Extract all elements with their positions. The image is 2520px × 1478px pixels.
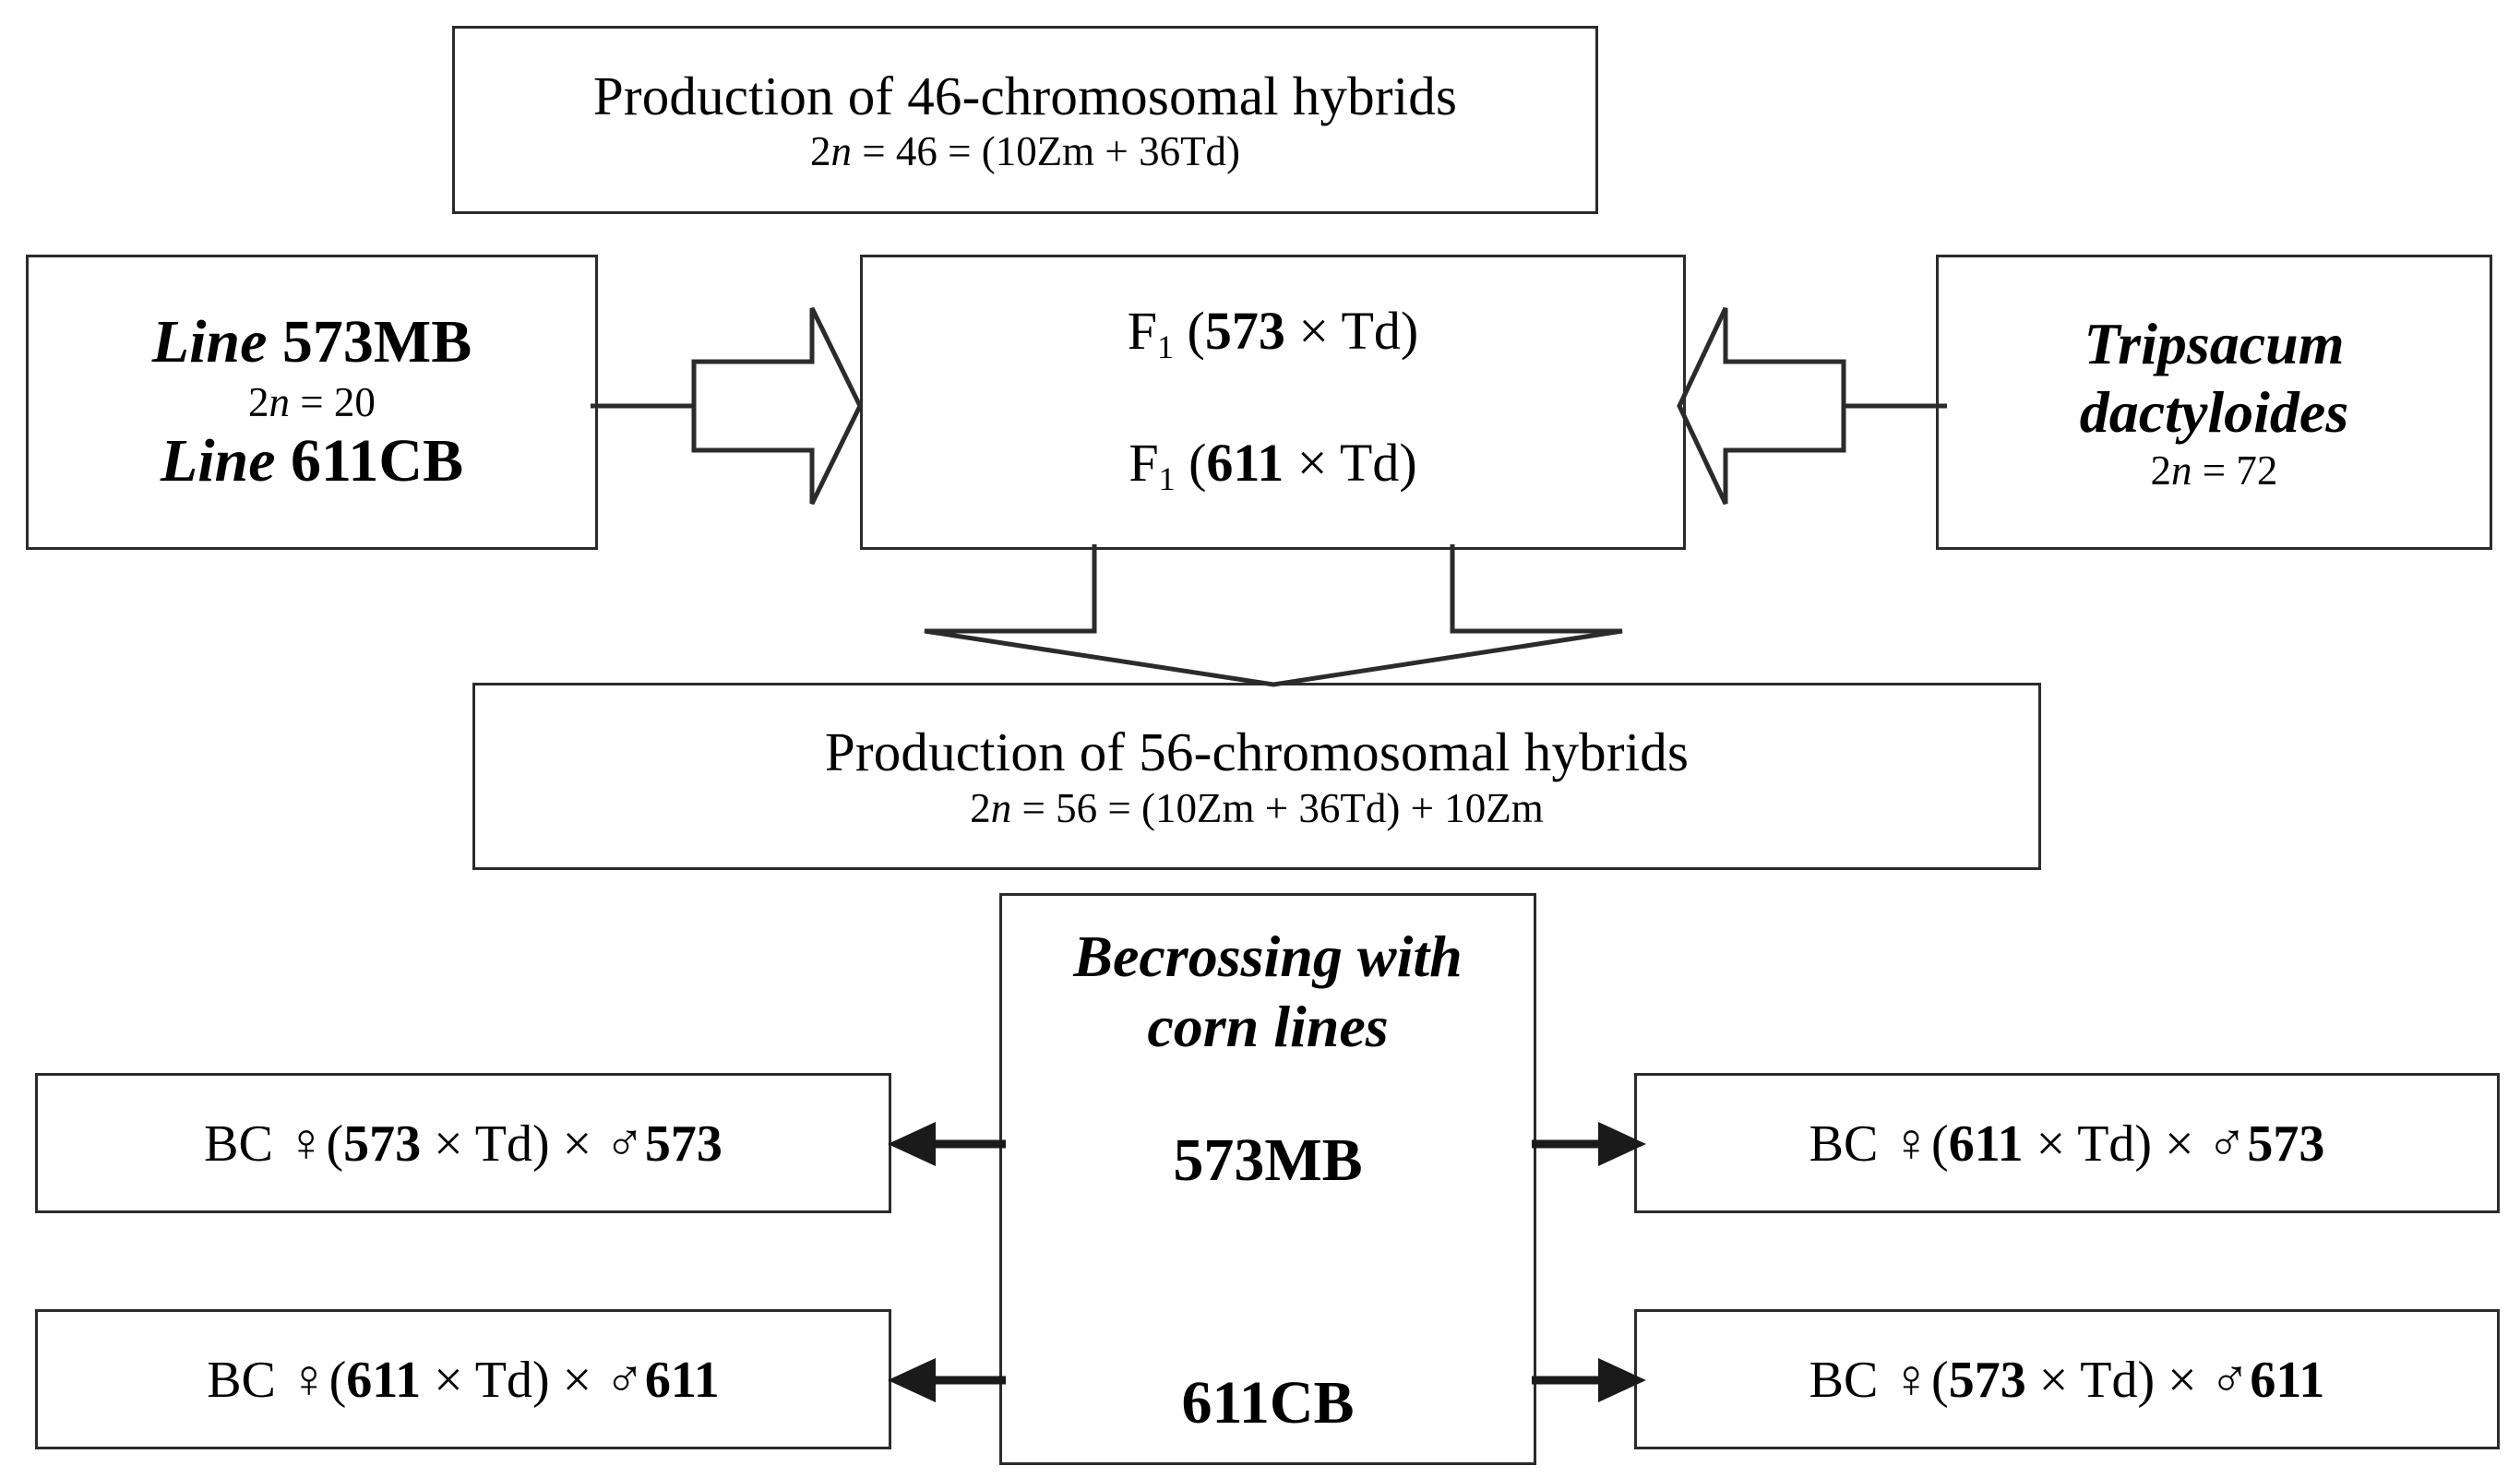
production-46-title: Production of 46-chromosomal hybrids xyxy=(592,65,1458,126)
f1-cross-td-2: × Td) xyxy=(1284,433,1417,494)
backcross-title: Becrossing with corn lines xyxy=(1073,922,1462,1061)
production-56-formula: 2n = 56 = (10Zm + 36Td) + 10Zm xyxy=(475,784,2038,832)
bc-open-paren: ( xyxy=(1931,1115,1949,1174)
formula-prefix: 2 xyxy=(809,128,831,175)
box-backcross-611-td-611: BC ♀(611 × Td) × ♂611 xyxy=(35,1309,891,1449)
bc-mid-text: × Td) × xyxy=(2023,1115,2207,1174)
box-tripsacum-dactyloides: Tripsacum dactyloides 2n = 72 xyxy=(1936,255,2492,550)
bc-mid-text: × Td) × xyxy=(2025,1352,2210,1410)
production-56-title: Production of 56-chromosomal hybrids xyxy=(824,721,1690,783)
backcross-line-573: 573MB xyxy=(1173,1126,1363,1195)
left-block-arrow-icon xyxy=(591,295,867,517)
bc-formula-top-left: BC ♀(573 × Td) × ♂573 xyxy=(204,1112,723,1174)
tripsacum-species: dactyloides xyxy=(2079,378,2349,445)
f1-cross-td-1: × Td) xyxy=(1284,301,1419,361)
tripsacum-ploidy-italic-n: n xyxy=(2171,447,2192,495)
right-block-arrow-icon xyxy=(1677,295,1947,517)
parent-line-label-1: Line xyxy=(151,308,268,376)
arrow-left-top-icon xyxy=(888,1118,1006,1170)
down-chevron-arrow-icon xyxy=(858,544,1689,692)
parent-line-573: Line 573MB xyxy=(29,307,595,378)
ploidy-rest: = 20 xyxy=(290,378,376,425)
formula56-rest: = 56 = (10Zm + 36Td) + 10Zm xyxy=(1011,784,1544,831)
female-symbol-icon: ♀ xyxy=(1891,1113,1932,1174)
bc-formula-bottom-right: BC ♀(573 × Td) × ♂611 xyxy=(1809,1348,2325,1411)
bc-open-paren: ( xyxy=(328,1352,347,1410)
f1-symbol-1: F xyxy=(1127,301,1158,361)
bc-prefix: BC xyxy=(207,1352,289,1410)
tripsacum-ploidy-rest: = 72 xyxy=(2192,447,2278,495)
parent-line-code-611: 611CB xyxy=(291,427,464,495)
f1-parent-code-573: 573 xyxy=(1204,301,1285,361)
f1-row-611: F1 (611 × Td) xyxy=(863,432,1683,499)
box-backcross-611-td-573: BC ♀(611 × Td) × ♂573 xyxy=(1634,1073,2500,1213)
bc-open-paren: ( xyxy=(1931,1352,1949,1410)
parent-lines-ploidy: 2n = 20 xyxy=(29,378,595,426)
formula-italic-n: n xyxy=(830,128,852,175)
f1-subscript-2: 1 xyxy=(1158,460,1176,498)
parent-line-label-2: Line xyxy=(160,427,276,495)
box-production-56-chromosomal: Production of 56-chromosomal hybrids 2n … xyxy=(472,683,2041,870)
bc-female-parent-code: 573 xyxy=(1948,1352,2026,1410)
bc-mid-text: × Td) × xyxy=(421,1115,605,1174)
bc-formula-top-right: BC ♀(611 × Td) × ♂573 xyxy=(1809,1112,2325,1174)
male-symbol-icon: ♂ xyxy=(604,1349,645,1410)
box-production-46-chromosomal: Production of 46-chromosomal hybrids 2n … xyxy=(452,26,1598,214)
backcross-title-line1: Becrossing with xyxy=(1073,924,1463,989)
box-backcrossing-with-corn-lines: Becrossing with corn lines 573MB 611CB xyxy=(999,893,1536,1465)
box-f1-hybrids: F1 (573 × Td) F1 (611 × Td) xyxy=(860,255,1686,550)
ploidy-prefix: 2 xyxy=(248,378,269,425)
f1-subscript-1: 1 xyxy=(1157,328,1174,366)
f1-parent-code-611: 611 xyxy=(1206,433,1284,494)
male-symbol-icon: ♂ xyxy=(2209,1349,2251,1410)
bc-female-parent-code: 611 xyxy=(346,1352,422,1410)
bc-prefix: BC xyxy=(204,1115,286,1174)
arrow-right-bottom-icon xyxy=(1532,1354,1646,1406)
female-symbol-icon: ♀ xyxy=(1891,1349,1932,1410)
box-backcross-573-td-611: BC ♀(573 × Td) × ♂611 xyxy=(1634,1309,2500,1449)
bc-formula-bottom-left: BC ♀(611 × Td) × ♂611 xyxy=(207,1348,720,1411)
arrow-left-bottom-icon xyxy=(888,1354,1006,1406)
formula-rest: = 46 = (10Zm + 36Td) xyxy=(851,128,1241,175)
bc-prefix: BC xyxy=(1809,1115,1892,1174)
bc-mid-text: × Td) × xyxy=(421,1352,605,1410)
female-symbol-icon: ♀ xyxy=(285,1113,327,1174)
bc-male-parent-code: 611 xyxy=(644,1352,720,1410)
formula56-prefix: 2 xyxy=(970,784,991,831)
male-symbol-icon: ♂ xyxy=(2206,1113,2248,1174)
backcross-title-line2: corn lines xyxy=(1147,993,1389,1059)
f1-open-paren-1: ( xyxy=(1174,301,1205,361)
bc-male-parent-code: 573 xyxy=(644,1115,723,1174)
f1-row-573: F1 (573 × Td) xyxy=(863,300,1683,367)
tripsacum-genus: Tripsacum xyxy=(2084,310,2345,376)
box-backcross-573-td-573: BC ♀(573 × Td) × ♂573 xyxy=(35,1073,891,1213)
backcross-line-611: 611CB xyxy=(1181,1368,1355,1436)
bc-male-parent-code: 611 xyxy=(2250,1352,2325,1410)
bc-prefix: BC xyxy=(1809,1352,1892,1410)
ploidy-italic-n: n xyxy=(269,378,291,425)
bc-open-paren: ( xyxy=(326,1115,344,1174)
f1-open-paren-2: ( xyxy=(1175,433,1207,494)
arrow-right-top-icon xyxy=(1532,1118,1646,1170)
tripsacum-ploidy-prefix: 2 xyxy=(2150,447,2172,495)
parent-line-611: Line 611CB xyxy=(29,426,595,497)
f1-symbol-2: F xyxy=(1129,433,1159,494)
bc-female-parent-code: 611 xyxy=(1948,1115,2024,1174)
box-parent-corn-lines: Line 573MB 2n = 20 Line 611CB xyxy=(26,255,598,550)
tripsacum-ploidy: 2n = 72 xyxy=(1939,447,2490,495)
male-symbol-icon: ♂ xyxy=(604,1113,645,1174)
parent-line-code-573: 573MB xyxy=(281,308,472,376)
bc-female-parent-code: 573 xyxy=(343,1115,422,1174)
bc-male-parent-code: 573 xyxy=(2247,1115,2325,1174)
female-symbol-icon: ♀ xyxy=(288,1349,329,1410)
production-46-formula: 2n = 46 = (10Zm + 36Td) xyxy=(455,127,1595,175)
formula56-italic-n: n xyxy=(990,784,1012,831)
